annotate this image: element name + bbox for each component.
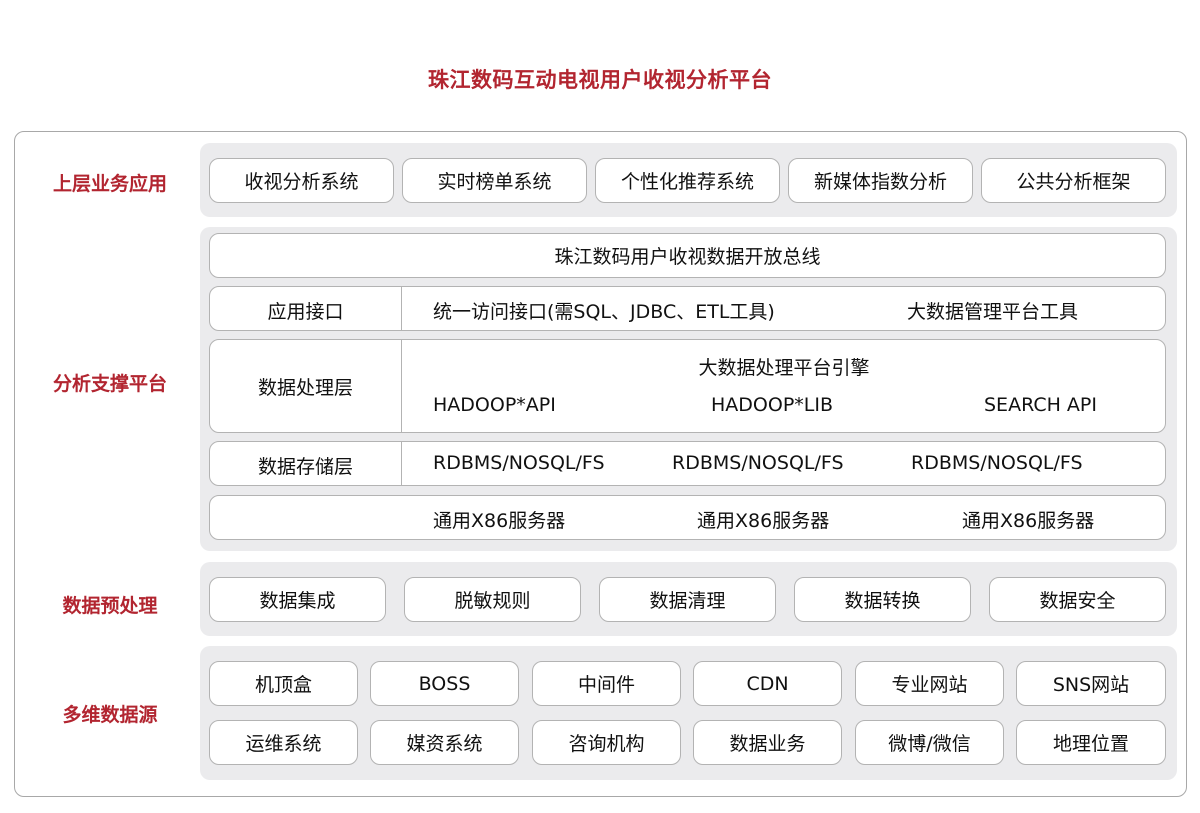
- data-source-box: 机顶盒: [209, 661, 358, 706]
- storage-item: RDBMS/NOSQL/FS: [911, 452, 1083, 474]
- data-open-bus: 珠江数码用户收视数据开放总线: [209, 233, 1166, 278]
- data-source-box: 中间件: [532, 661, 681, 706]
- data-sources-panel: [200, 646, 1177, 780]
- server-item: 通用X86服务器: [697, 510, 830, 532]
- data-source-box: 咨询机构: [532, 720, 681, 765]
- upper-app-box: 个性化推荐系统: [595, 158, 780, 203]
- layer-label-preprocessing: 数据预处理: [62, 595, 158, 617]
- data-source-box: 地理位置: [1016, 720, 1166, 765]
- data-source-box: 媒资系统: [370, 720, 519, 765]
- data-source-box: 数据业务: [693, 720, 842, 765]
- data-source-box: 运维系统: [209, 720, 358, 765]
- data-source-box: BOSS: [370, 661, 519, 706]
- page-title: 珠江数码互动电视用户收视分析平台: [428, 68, 772, 92]
- bigdata-management-tools: 大数据管理平台工具: [907, 301, 1079, 323]
- processing-item: HADOOP*LIB: [711, 394, 834, 416]
- preprocessing-box: 数据转换: [794, 577, 971, 622]
- storage-item: RDBMS/NOSQL/FS: [672, 452, 844, 474]
- preprocessing-box: 数据清理: [599, 577, 776, 622]
- storage-label: 数据存储层: [257, 456, 353, 478]
- preprocessing-box: 数据集成: [209, 577, 386, 622]
- app-interface-row: 应用接口 统一访问接口(需SQL、JDBC、ETL工具) 大数据管理平台工具: [209, 286, 1166, 331]
- data-source-box: CDN: [693, 661, 842, 706]
- storage-row: 数据存储层 RDBMS/NOSQL/FS RDBMS/NOSQL/FS RDBM…: [209, 441, 1166, 486]
- processing-label: 数据处理层: [257, 377, 353, 399]
- servers-row: 通用X86服务器 通用X86服务器 通用X86服务器: [209, 495, 1166, 540]
- app-interface-label: 应用接口: [267, 301, 344, 323]
- server-item: 通用X86服务器: [962, 510, 1095, 532]
- processing-item: SEARCH API: [984, 394, 1097, 416]
- layer-label-analysis-platform: 分析支撑平台: [52, 373, 167, 395]
- processing-engine: 大数据处理平台引擎: [698, 357, 870, 379]
- processing-row: 数据处理层 大数据处理平台引擎 HADOOP*API HADOOP*LIB SE…: [209, 339, 1166, 433]
- upper-app-box: 新媒体指数分析: [788, 158, 973, 203]
- divider: [401, 287, 402, 330]
- layer-label-data-sources: 多维数据源: [62, 704, 158, 726]
- upper-app-box: 实时榜单系统: [402, 158, 587, 203]
- upper-app-box: 公共分析框架: [981, 158, 1166, 203]
- layer-label-upper-apps: 上层业务应用: [52, 173, 167, 195]
- server-item: 通用X86服务器: [433, 510, 566, 532]
- data-source-box: SNS网站: [1016, 661, 1166, 706]
- storage-item: RDBMS/NOSQL/FS: [433, 452, 605, 474]
- divider: [401, 340, 402, 432]
- processing-item: HADOOP*API: [433, 394, 556, 416]
- preprocessing-box: 数据安全: [989, 577, 1166, 622]
- unified-access-interface: 统一访问接口(需SQL、JDBC、ETL工具): [433, 301, 775, 323]
- preprocessing-box: 脱敏规则: [404, 577, 581, 622]
- data-source-box: 专业网站: [855, 661, 1004, 706]
- divider: [401, 442, 402, 485]
- upper-app-box: 收视分析系统: [209, 158, 394, 203]
- data-source-box: 微博/微信: [855, 720, 1004, 765]
